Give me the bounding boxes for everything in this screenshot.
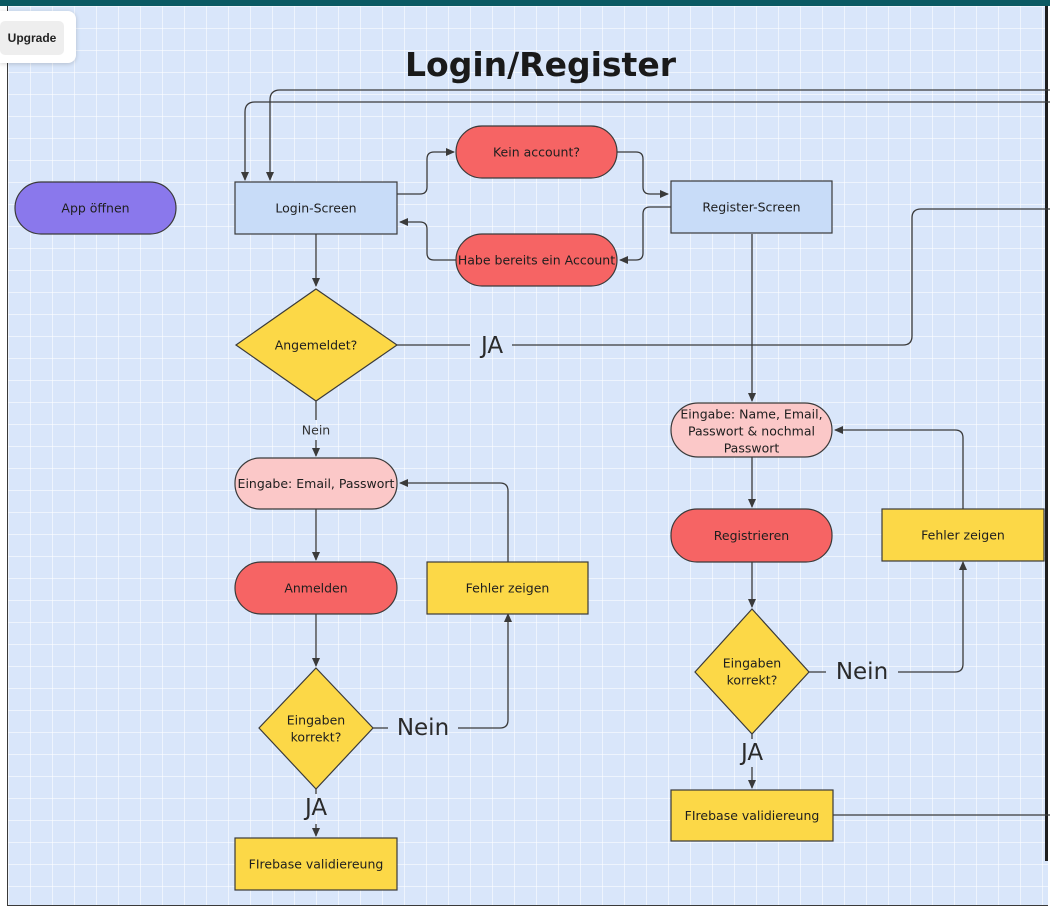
edge-login-error-to-input [399, 479, 509, 562]
edge-no-account-to-register [617, 151, 669, 198]
node-have-account[interactable]: Habe bereits ein Account [455, 233, 618, 287]
edge-login-check-nein [373, 614, 508, 729]
edge-label-ja-login-check: JA [303, 795, 327, 821]
edge-label-nein-register-check: Nein [836, 659, 888, 685]
node-register-input[interactable]: Eingabe: Name, Email, Passwort & nochmal… [670, 402, 833, 458]
top-bar [0, 0, 1050, 6]
edge-top-loop-outer [241, 101, 1050, 181]
node-no-account-label: Kein account? [493, 145, 580, 160]
node-login-firebase[interactable]: FIrebase validiereung [234, 837, 398, 891]
node-register-firebase[interactable]: FIrebase validiereung [670, 789, 834, 842]
node-login-action-label: Anmelden [284, 581, 347, 596]
node-register-check-line1: Eingaben [723, 656, 781, 671]
edge-register-to-have-account [619, 206, 671, 264]
edge-top-loop-inner [266, 89, 1050, 181]
node-app-open[interactable]: App öffnen [14, 181, 177, 235]
node-logged-in-label: Angemeldet? [275, 338, 358, 353]
node-login-error[interactable]: Fehler zeigen [426, 561, 589, 615]
edge-label-nein-logged-in: Nein [302, 423, 330, 438]
upgrade-button[interactable]: Upgrade [0, 21, 64, 55]
node-login-check-line2: korrekt? [291, 730, 342, 745]
node-no-account[interactable]: Kein account? [455, 125, 618, 179]
edge-login-to-no-account [397, 148, 455, 195]
edge-label-ja-register-check: JA [739, 740, 763, 766]
node-register-screen-label: Register-Screen [702, 200, 800, 215]
node-register-input-line1: Eingabe: Name, Email, [680, 407, 822, 422]
node-register-check-line2: korrekt? [727, 673, 778, 688]
node-register-firebase-label: FIrebase validiereung [685, 808, 820, 823]
edge-label-nein-login-check: Nein [397, 715, 449, 741]
edge-label-ja-logged-in: JA [479, 333, 503, 359]
edge-logged-in-ja [397, 208, 1050, 346]
node-login-input[interactable]: Eingabe: Email, Passwort [234, 457, 398, 510]
node-register-screen[interactable]: Register-Screen [670, 180, 833, 234]
node-have-account-label: Habe bereits ein Account [458, 253, 615, 268]
edge-have-account-to-login [399, 218, 457, 261]
node-logged-in-decision[interactable]: Angemeldet? [234, 288, 399, 402]
node-login-check-decision[interactable]: Eingaben korrekt? [258, 667, 374, 790]
node-register-action[interactable]: Registrieren [670, 508, 833, 563]
node-register-input-line2: Passwort & nochmal [688, 424, 815, 439]
node-register-action-label: Registrieren [714, 528, 789, 543]
node-app-open-label: App öffnen [61, 201, 129, 216]
node-register-check-decision[interactable]: Eingaben korrekt? [694, 608, 810, 735]
node-login-error-label: Fehler zeigen [466, 581, 550, 596]
node-login-action[interactable]: Anmelden [234, 561, 398, 615]
node-register-error[interactable]: Fehler zeigen [881, 508, 1045, 562]
node-login-screen-label: Login-Screen [275, 201, 356, 216]
node-login-screen[interactable]: Login-Screen [234, 181, 398, 235]
connectors [241, 89, 1050, 836]
edge-register-error-to-input [834, 426, 964, 509]
upgrade-panel: Upgrade [0, 11, 76, 63]
node-login-firebase-label: FIrebase validiereung [249, 857, 384, 872]
board-right-border [1045, 6, 1048, 861]
node-register-input-line3: Passwort [724, 441, 780, 456]
edge-register-check-nein [809, 562, 963, 673]
board-title: Login/Register [405, 45, 676, 84]
node-register-error-label: Fehler zeigen [921, 528, 1005, 543]
node-login-input-label: Eingabe: Email, Passwort [238, 476, 395, 491]
node-login-check-line1: Eingaben [287, 713, 345, 728]
